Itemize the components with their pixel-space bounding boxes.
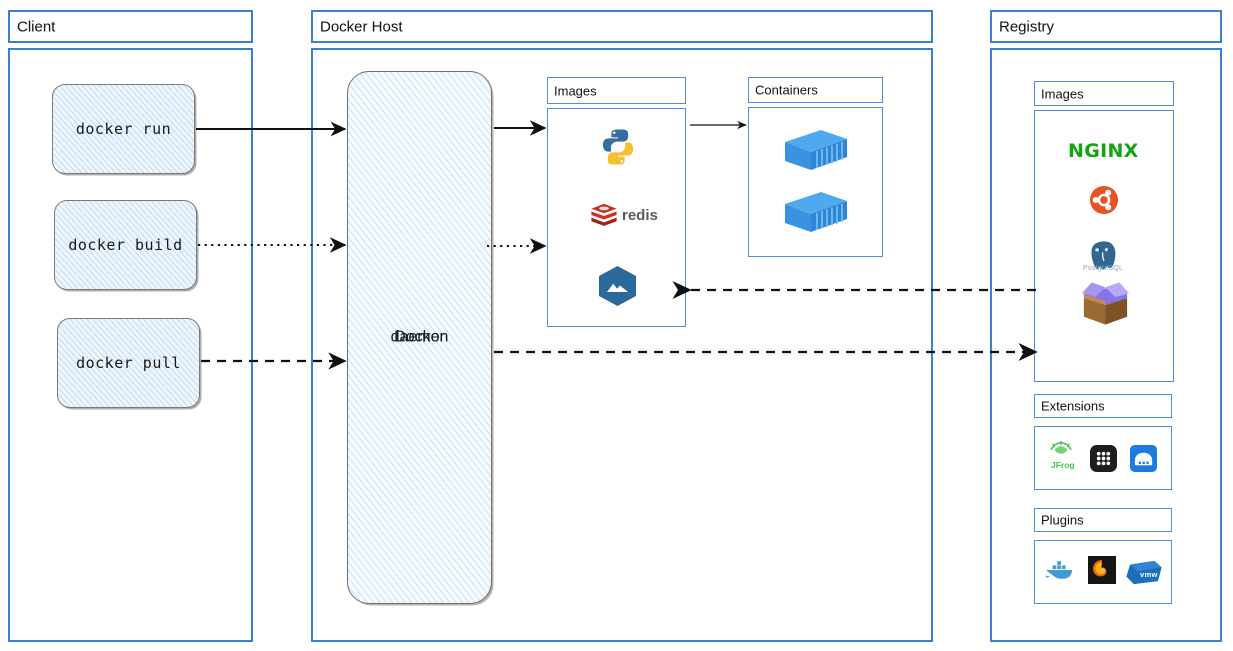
docker-build-label: docker build <box>68 236 183 254</box>
grid-app-icon <box>1090 445 1117 477</box>
registry-extensions-header: Extensions <box>1034 394 1172 418</box>
docker-daemon-line2: daemon <box>390 328 449 346</box>
registry-extensions-title: Extensions <box>1041 398 1105 414</box>
nginx-logo-icon: NGINX <box>1068 140 1139 162</box>
postgresql-logo-icon <box>1088 240 1120 277</box>
python-logo-icon <box>598 127 638 172</box>
host-containers-title: Containers <box>755 82 818 98</box>
registry-panel-header: Registry <box>990 10 1222 43</box>
host-images-title: Images <box>554 83 597 98</box>
postgresql-logo-label: PostgreSQL <box>1083 265 1124 272</box>
shipping-container-icon <box>783 128 849 177</box>
docker-run-box[interactable]: docker run <box>52 84 195 174</box>
registry-images-header: Images <box>1034 81 1174 106</box>
docker-run-label: docker run <box>75 120 172 138</box>
docker-build-box[interactable]: docker build <box>54 200 197 290</box>
host-containers-header: Containers <box>748 77 883 103</box>
registry-images-title: Images <box>1041 86 1084 101</box>
registry-plugins-header: Plugins <box>1034 508 1172 532</box>
client-panel-header: Client <box>8 10 253 43</box>
ubuntu-logo-icon <box>1089 185 1119 220</box>
redis-logo-icon <box>590 203 618 232</box>
host-images-header: Images <box>547 77 686 104</box>
vmware-logo-label: vmw <box>1140 570 1158 579</box>
docker-host-panel-title: Docker Host <box>320 18 403 35</box>
vmware-logo-icon <box>1126 559 1162 590</box>
shipping-container-icon <box>783 190 849 239</box>
redis-logo-label: redis <box>622 207 658 224</box>
blue-card-icon <box>1130 445 1157 477</box>
registry-panel-title: Registry <box>999 18 1055 35</box>
docker-host-panel-header: Docker Host <box>311 10 933 43</box>
open-box-icon <box>1078 278 1133 333</box>
docker-whale-icon <box>1044 558 1076 587</box>
docker-daemon-box[interactable]: Docker daemon <box>347 71 492 604</box>
grafana-logo-icon <box>1088 556 1116 589</box>
docker-pull-box[interactable]: docker pull <box>57 318 200 408</box>
registry-plugins-title: Plugins <box>1041 512 1084 528</box>
alpine-logo-icon <box>599 266 636 311</box>
docker-daemon-line1: Docker <box>394 328 445 346</box>
docker-pull-label: docker pull <box>76 354 181 372</box>
jfrog-logo-label: JFrog <box>1051 460 1075 470</box>
client-panel-title: Client <box>17 18 56 35</box>
jfrog-logo-icon <box>1048 440 1074 465</box>
